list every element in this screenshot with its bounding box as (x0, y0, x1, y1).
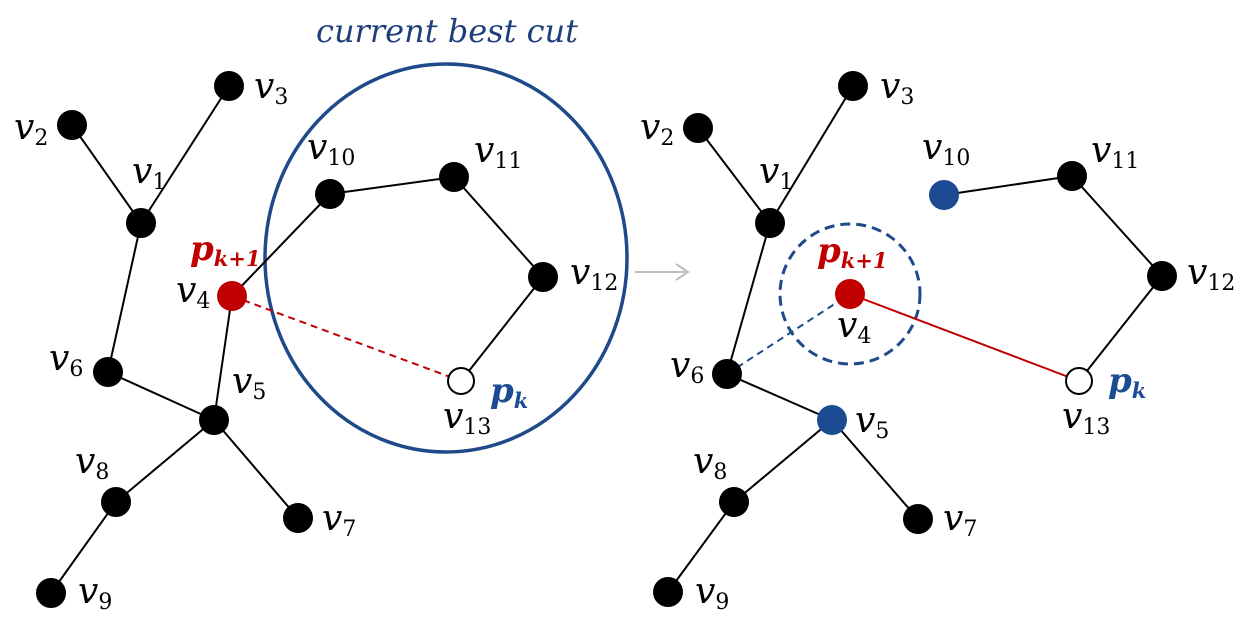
r-edge-v12-v13 (1078, 275, 1163, 382)
r-edge-v10-v11 (943, 175, 1073, 196)
r-edge-v3-v1 (769, 85, 854, 224)
node-v4-pk1 (217, 281, 247, 311)
r-label-v3: v3 (880, 66, 914, 110)
r-node-v10 (929, 180, 959, 210)
node-v5 (199, 405, 229, 435)
r-node-v6 (712, 359, 742, 389)
node-v7 (283, 503, 313, 533)
r-edge-v8-v9 (667, 501, 735, 593)
r-edge-v1-v6 (726, 222, 771, 375)
r-edge-v6-v5 (726, 373, 833, 421)
r-node-v2 (683, 113, 713, 143)
transition-arrow (635, 263, 690, 281)
node-v6 (93, 357, 123, 387)
r-edge-v4-v13 (849, 293, 1080, 382)
r-label-v6: v6 (670, 345, 704, 389)
r-label-v4: v4 (837, 305, 871, 349)
r-label-v9: v9 (695, 571, 729, 615)
r-label-v11: v11 (1091, 130, 1139, 174)
edge-v5-v8 (115, 419, 215, 503)
label-v12: v12 (570, 252, 618, 296)
edge-v11-v12 (453, 176, 544, 278)
label-pk1: pk+1 (190, 229, 261, 271)
r-node-v11 (1057, 161, 1087, 191)
r-edge-v11-v12 (1071, 175, 1163, 277)
r-node-v13-pk (1065, 367, 1093, 395)
r-node-v9 (653, 577, 683, 607)
edge-v4-v10 (231, 193, 331, 297)
r-label-v13: v13 (1062, 396, 1110, 440)
node-v9 (36, 578, 66, 608)
r-label-v5: v5 (855, 400, 889, 444)
r-node-v7 (903, 504, 933, 534)
node-v10 (315, 179, 345, 209)
node-v1 (126, 208, 156, 238)
label-v9: v9 (78, 571, 112, 615)
node-v3 (214, 71, 244, 101)
left-graph: v2 v3 v1 v10 v11 v12 v4 v6 v5 v13 v8 v7 … (14, 62, 629, 615)
node-v13-pk (447, 367, 475, 395)
r-label-v8: v8 (693, 441, 727, 485)
label-v3: v3 (254, 66, 288, 110)
label-v1: v1 (132, 151, 166, 195)
label-v13: v13 (443, 396, 491, 440)
label-v10: v10 (307, 127, 355, 171)
edge-v2-v1 (71, 124, 142, 224)
r-edge-v2-v1 (697, 127, 771, 224)
right-graph: v2 v3 v1 v10 v11 v12 v4 v6 v5 v13 v8 v7 … (640, 66, 1235, 615)
label-v11: v11 (474, 130, 522, 174)
label-v5: v5 (232, 361, 266, 405)
edge-v5-v4 (213, 295, 233, 421)
label-v7: v7 (322, 498, 356, 542)
r-label-v1: v1 (759, 151, 793, 195)
edge-v10-v11 (329, 176, 455, 195)
r-label-pk: pk (1108, 361, 1146, 403)
best-cut-circle (263, 62, 629, 454)
node-v12 (528, 262, 558, 292)
label-v6: v6 (49, 338, 83, 382)
node-v11 (439, 162, 469, 192)
r-node-v12 (1147, 261, 1177, 291)
r-dashed-edge-v6-v4 (726, 293, 851, 375)
edge-v6-v5 (107, 371, 215, 421)
edge-v5-v7 (213, 419, 299, 519)
dashed-edge-v4-v13 (231, 295, 462, 382)
node-v2 (57, 110, 87, 140)
label-pk: pk (490, 371, 528, 413)
edge-v1-v6 (107, 222, 142, 373)
edge-v3-v1 (140, 85, 230, 224)
r-node-v4-pk1 (835, 279, 865, 309)
cut-title: current best cut (316, 12, 578, 50)
r-edge-v5-v8 (733, 419, 833, 503)
edge-v12-v13 (460, 276, 544, 382)
dashed-circle-v4 (778, 222, 922, 366)
r-edge-v5-v7 (831, 419, 919, 520)
r-label-v2: v2 (640, 107, 674, 151)
edge-v8-v9 (50, 501, 117, 594)
r-node-v8 (719, 487, 749, 517)
r-label-v10: v10 (922, 127, 970, 171)
label-v8: v8 (75, 441, 109, 485)
r-node-v1 (755, 208, 785, 238)
label-v2: v2 (14, 107, 48, 151)
r-label-v12: v12 (1187, 252, 1235, 296)
r-label-pk1: pk+1 (817, 231, 888, 273)
r-label-v7: v7 (943, 498, 977, 542)
r-node-v5 (817, 405, 847, 435)
node-v8 (101, 487, 131, 517)
r-node-v3 (838, 71, 868, 101)
label-v4: v4 (176, 270, 210, 314)
